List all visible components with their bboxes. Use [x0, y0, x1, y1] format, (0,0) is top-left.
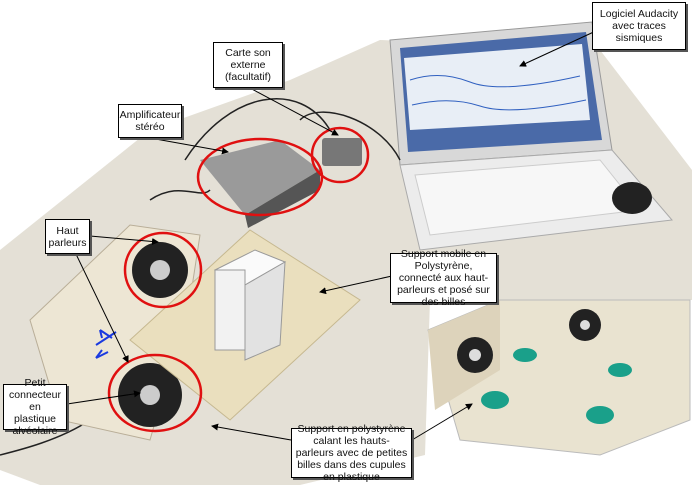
pointer-arrows	[66, 29, 599, 441]
label-sound-card: Carte son externe (facultatif)	[213, 42, 283, 88]
label-speakers: Haut parleurs	[45, 219, 90, 254]
label-fixed-support: Support en polystyrène calant les hauts-…	[291, 423, 412, 483]
amplifier-photo	[200, 140, 320, 228]
speaker-bottom-highlight	[107, 353, 203, 433]
inset-photo	[427, 299, 691, 456]
sound-card-highlight	[310, 126, 370, 184]
white-cube-photo	[213, 249, 287, 361]
label-amplifier: Amplificateur stéréo	[118, 104, 182, 138]
motion-arrows	[95, 329, 117, 359]
label-connector: Petit connecteur en plastique alvéolaire	[3, 377, 67, 437]
highlight-circles	[107, 126, 370, 433]
label-software: Logiciel Audacity avec traces sismiques	[592, 2, 686, 50]
sound-card-photo	[322, 138, 362, 166]
speaker-top-highlight	[123, 231, 203, 309]
laptop-photo	[389, 21, 673, 251]
label-mobile-support: Support mobile en Polystyrène, connecté …	[390, 248, 497, 308]
